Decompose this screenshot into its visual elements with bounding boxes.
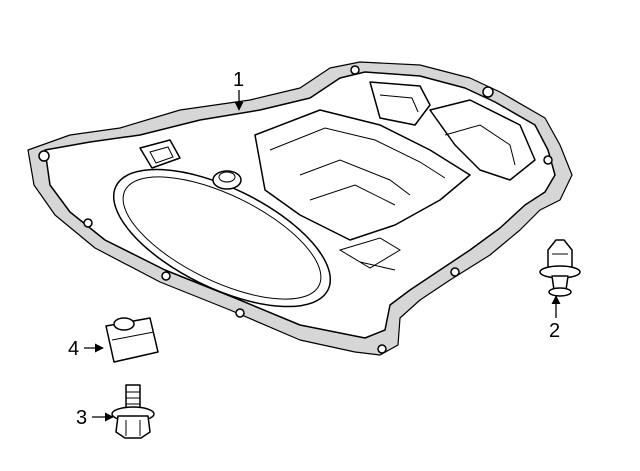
callout-2: 2 (549, 320, 560, 342)
callout-4: 4 (68, 338, 79, 360)
bolt-part (111, 384, 155, 439)
bracket-part (105, 317, 159, 363)
callout-3: 3 (76, 407, 87, 429)
push-clip-part (539, 239, 581, 297)
splash-shield-part (27, 61, 573, 356)
callout-1: 1 (233, 69, 244, 91)
